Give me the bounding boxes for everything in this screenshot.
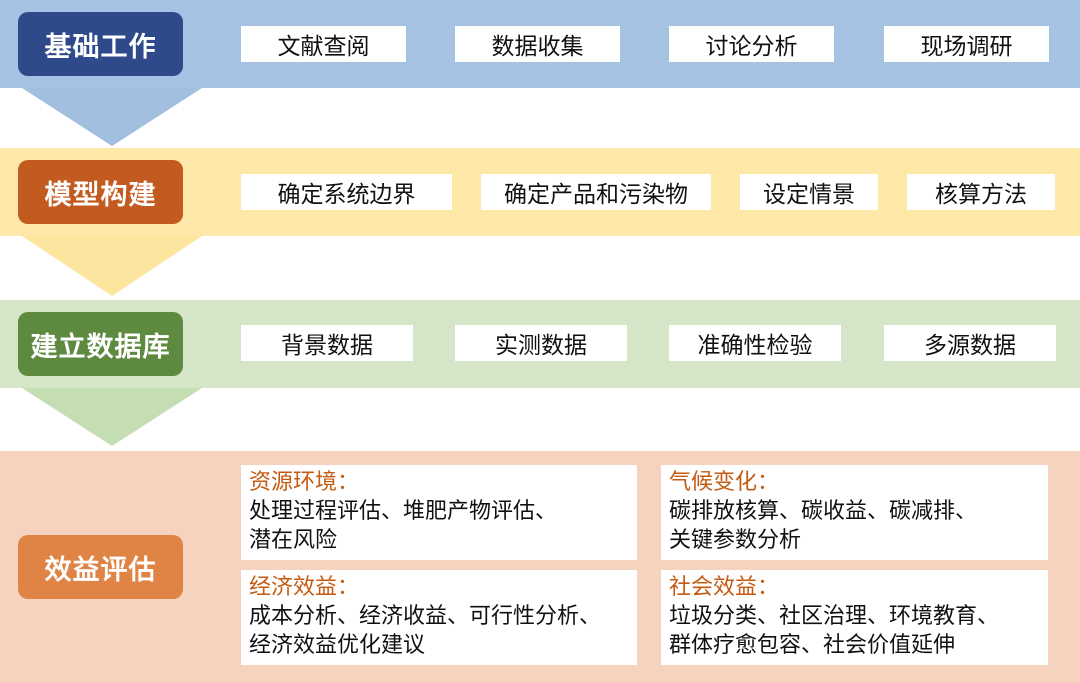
step-box-data-collection: 数据收集 (455, 26, 620, 62)
eval-card-line: 经济效益优化建议 (249, 633, 426, 658)
step-box-products-pollutants: 确定产品和污染物 (481, 174, 711, 210)
step-box-literature: 文献查阅 (241, 26, 406, 62)
step-box-measured-data: 实测数据 (455, 325, 627, 361)
stage-label-foundation: 基础工作 (18, 12, 183, 76)
down-arrow-1 (22, 88, 202, 146)
eval-card-title: 经济效益： (249, 575, 360, 600)
eval-card-line: 关键参数分析 (669, 528, 802, 553)
stage-label-evaluation: 效益评估 (18, 535, 183, 599)
stage-label-modeling: 模型构建 (18, 160, 183, 224)
step-box-scenarios: 设定情景 (740, 174, 878, 210)
eval-card-title: 资源环境： (249, 470, 360, 495)
step-box-accuracy-check: 准确性检验 (669, 325, 841, 361)
eval-card-climate-change: 气候变化： 碳排放核算、碳收益、碳减排、 关键参数分析 (661, 465, 1048, 560)
step-box-accounting-method: 核算方法 (907, 174, 1055, 210)
step-box-discussion: 讨论分析 (669, 26, 834, 62)
eval-card-line: 潜在风险 (249, 528, 338, 553)
eval-card-resource-environment: 资源环境： 处理过程评估、堆肥产物评估、 潜在风险 (241, 465, 637, 560)
stage-label-database: 建立数据库 (18, 312, 183, 376)
down-arrow-2 (22, 236, 202, 296)
eval-card-line: 处理过程评估、堆肥产物评估、 (249, 499, 558, 524)
step-box-field-research: 现场调研 (884, 26, 1049, 62)
down-arrow-3 (22, 388, 202, 446)
eval-card-title: 社会效益： (669, 575, 780, 600)
eval-card-line: 群体疗愈包容、社会价值延伸 (669, 633, 956, 658)
step-box-background-data: 背景数据 (241, 325, 413, 361)
eval-card-line: 碳排放核算、碳收益、碳减排、 (669, 499, 978, 524)
eval-card-line: 成本分析、经济收益、可行性分析、 (249, 604, 602, 629)
step-box-multi-source: 多源数据 (884, 325, 1056, 361)
eval-card-social-benefit: 社会效益： 垃圾分类、社区治理、环境教育、 群体疗愈包容、社会价值延伸 (661, 570, 1048, 665)
eval-card-title: 气候变化： (669, 470, 780, 495)
eval-card-economic-benefit: 经济效益： 成本分析、经济收益、可行性分析、 经济效益优化建议 (241, 570, 637, 665)
eval-card-line: 垃圾分类、社区治理、环境教育、 (669, 604, 1000, 629)
step-box-system-boundary: 确定系统边界 (241, 174, 452, 210)
